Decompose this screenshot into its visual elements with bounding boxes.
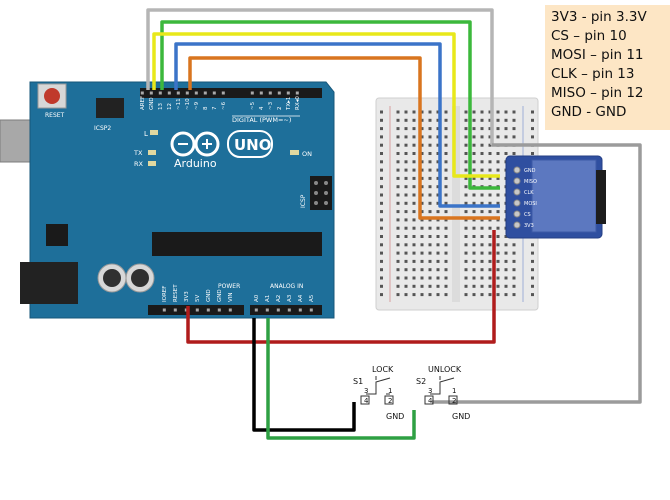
power-pin-label: 3V3	[184, 291, 190, 302]
top-pin-label: TX▸1	[286, 97, 292, 111]
icsp2-label: ICSP2	[94, 125, 111, 132]
analog-header-label: ANALOG IN	[270, 283, 303, 290]
switch-s2-pin4: 4	[428, 397, 433, 405]
pin-legend: 3V3 - pin 3.3V CS – pin 10 MOSI – pin 11…	[545, 5, 670, 130]
sd-module-pin-labels: GND MISO CLK MOSI CS 3V3	[513, 166, 537, 229]
wire-3v3	[146, 8, 494, 145]
header-analog	[250, 305, 322, 315]
power-header-label: POWER	[218, 283, 240, 290]
icsp-header	[310, 176, 332, 210]
wire-mosi	[174, 42, 500, 208]
top-pin-label: GND	[149, 97, 155, 110]
switch-s2-pin3: 3	[428, 387, 432, 395]
top-pin-label: ~10	[185, 98, 191, 110]
top-pin-label: AREF	[140, 96, 146, 110]
voltage-regulator	[46, 224, 68, 246]
top-pin-label: ~5	[250, 101, 256, 110]
switch-s2-name: S2	[416, 377, 426, 386]
switch-s2-label: UNLOCK	[428, 365, 462, 374]
sd-card-slot	[531, 159, 597, 233]
analog-pin-label: A5	[309, 294, 315, 302]
bottom-pin-labels: IOREF RESET 3V3 5V GND GND VIN A0 A1 A2 A3 A4 A5	[162, 284, 315, 312]
power-pin-label: RESET	[173, 284, 179, 302]
switch-s1-name: S1	[353, 377, 363, 386]
analog-pin-label: A0	[254, 294, 260, 302]
on-led-label: ON	[302, 150, 312, 158]
switch-s1-pin3: 3	[364, 387, 368, 395]
switch-s2: S2 UNLOCK 3 1 4 2 GND	[416, 365, 470, 421]
top-pin-label: 7	[212, 106, 218, 110]
arduino-brand-text: Arduino	[174, 157, 217, 170]
wire-3v3-power	[186, 230, 496, 344]
sd-pin-label: GND	[524, 168, 536, 174]
sd-pin-label: CS	[524, 212, 531, 218]
top-pin-label: 4	[259, 106, 265, 110]
top-pin-label: 2	[277, 107, 283, 111]
top-pin-label: 12	[167, 103, 173, 110]
sd-pin-label: 3V3	[524, 223, 534, 229]
switch-s1-pin4: 4	[364, 397, 369, 405]
sd-pin-label: CLK	[524, 190, 534, 196]
top-pin-label: 13	[158, 103, 164, 110]
legend-item-gnd: GND - GND	[551, 104, 627, 120]
switch-s1-pin2: 2	[388, 397, 392, 405]
legend-item-miso: MISO – pin 12	[551, 85, 644, 101]
sd-card-module: GND MISO CLK MOSI CS 3V3	[505, 155, 606, 239]
analog-pin-label: A2	[276, 295, 282, 302]
spi-wires	[146, 8, 642, 440]
led-rx-label: RX	[134, 160, 144, 168]
sd-pin-label: MISO	[524, 179, 537, 185]
top-pin-label: ~6	[221, 101, 227, 110]
switch-s1-gnd: GND	[386, 412, 404, 421]
reset-label: RESET	[45, 112, 65, 119]
switch-s1-label: LOCK	[372, 365, 394, 374]
power-pin-label: VIN	[228, 293, 234, 303]
wire-gnd-bb	[432, 143, 642, 404]
switch-s1: S1 LOCK 3 1 4 2 GND	[353, 365, 404, 421]
wire-miso	[152, 32, 500, 178]
top-pin-label: ~3	[268, 101, 274, 110]
header-digital-low	[230, 88, 322, 98]
legend-item-3v3: 3V3 - pin 3.3V	[551, 9, 647, 25]
top-pin-label: RX◂0	[295, 96, 301, 110]
wire-clk	[160, 20, 500, 190]
dc-power-jack	[20, 262, 78, 304]
switch-s2-gnd: GND	[452, 412, 470, 421]
wire-a1-switch2	[266, 318, 416, 440]
switch-s1-pin1: 1	[388, 387, 392, 395]
power-pin-label: GND	[217, 289, 223, 302]
legend-item-cs: CS – pin 10	[551, 28, 627, 44]
sd-pin-label: MOSI	[524, 201, 537, 207]
wire-gnd-switch1	[252, 318, 356, 432]
power-pin-label: GND	[206, 289, 212, 302]
switch-s2-pin1: 1	[452, 387, 456, 395]
arduino-logo	[170, 131, 220, 157]
analog-pin-label: A1	[265, 295, 271, 302]
power-pin-label: IOREF	[162, 286, 168, 302]
atmega-chip	[152, 232, 322, 256]
top-pin-label: ~9	[194, 101, 200, 110]
legend-item-mosi: MOSI – pin 11	[551, 47, 644, 63]
top-pin-label: 8	[203, 106, 209, 110]
wire-cs	[188, 56, 500, 220]
led-tx-label: TX	[133, 149, 143, 157]
top-pin-label: ~11	[176, 98, 182, 110]
power-pin-label: 5V	[195, 295, 201, 302]
analog-pin-label: A4	[298, 294, 304, 302]
icsp-label: ICSP	[300, 194, 307, 208]
digital-header-label: DIGITAL (PWM=~)	[232, 116, 291, 124]
reset-button	[44, 88, 60, 104]
uno-model-text: UNO	[234, 136, 272, 154]
legend-item-clk: CLK – pin 13	[551, 66, 635, 82]
led-l-label: L	[144, 130, 148, 138]
analog-pin-label: A3	[287, 294, 293, 302]
switch-s2-pin2: 2	[452, 397, 456, 405]
